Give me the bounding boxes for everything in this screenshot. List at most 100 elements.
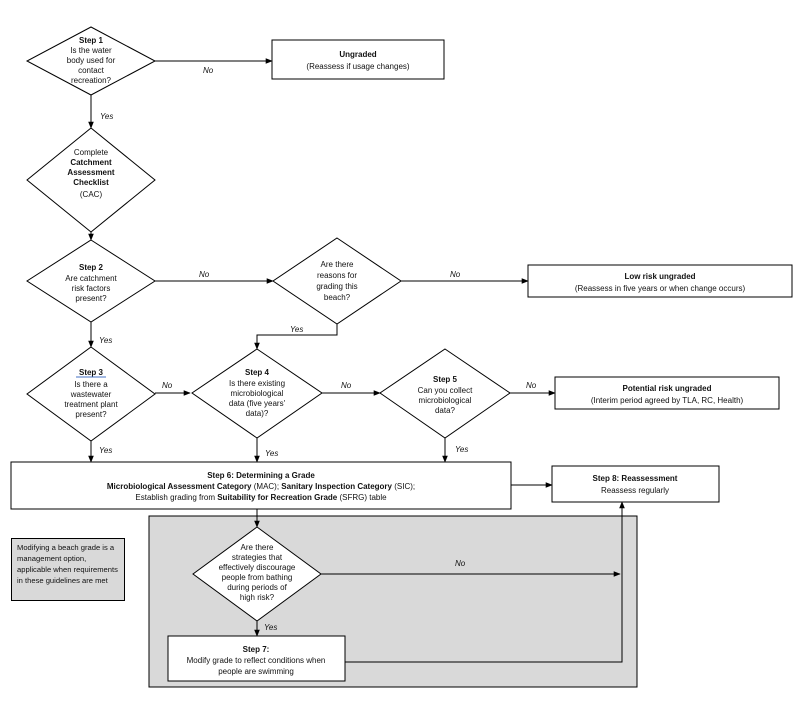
step5-text: microbiological [419, 396, 472, 405]
decision-diamond [25, 26, 157, 96]
branch-labels: No Yes No No Yes Yes No No No Yes Yes Ye… [99, 66, 537, 632]
label-no: No [455, 559, 466, 568]
step6-line2: Microbiological Assessment Category (MAC… [107, 482, 415, 491]
box-potential-risk: Potential risk ungraded (Interim period … [554, 376, 780, 410]
management-note-text: Modifying a beach grade is a management … [17, 543, 118, 585]
potential-risk-title: Potential risk ungraded [623, 384, 712, 393]
decision-diamond [26, 239, 156, 323]
step3-text: wastewater [70, 390, 112, 399]
low-risk-subtitle: (Reassess in five years or when change o… [575, 284, 746, 293]
box-step6: Step 6: Determining a Grade Microbiologi… [10, 461, 512, 510]
step3-text: present? [75, 410, 107, 419]
reasons-text: Are there [321, 260, 354, 269]
step7-to-step8-arrow [345, 501, 625, 663]
decision-step5: Step 5 Can you collect microbiological d… [379, 348, 511, 439]
ungraded-subtitle: (Reassess if usage changes) [306, 62, 410, 71]
reasons-yes-arrow [254, 324, 338, 350]
step6-title: Step 6: Determining a Grade [207, 471, 315, 480]
box-step8: Step 8: Reassessment Reassess regularly [551, 465, 720, 503]
step4-text: data)? [246, 409, 269, 418]
step4-text: microbiological [231, 389, 284, 398]
label-no: No [526, 381, 537, 390]
decision-diamond [26, 346, 156, 442]
decision-diamond [379, 348, 511, 439]
step2-text: risk factors [72, 284, 111, 293]
step7-text: people are swimming [218, 667, 294, 676]
ungraded-title: Ungraded [339, 50, 376, 59]
step4-text: data (five years' [229, 399, 286, 408]
strategies-text: people from bathing [222, 573, 293, 582]
outcome-box [527, 264, 793, 298]
step2-heading: Step 2 [79, 263, 104, 272]
step4-text: Is there existing [229, 379, 285, 388]
reasons-text: grading this [316, 282, 357, 291]
step1-text: Is the water [70, 46, 112, 55]
reasons-text: beach? [324, 293, 351, 302]
cac-text: Complete [74, 148, 109, 157]
step8-subtitle: Reassess regularly [601, 486, 669, 495]
step3-text: treatment plant [64, 400, 118, 409]
label-yes: Yes [264, 623, 277, 632]
label-no: No [162, 381, 173, 390]
low-risk-title: Low risk ungraded [624, 272, 695, 281]
step5-text: data? [435, 406, 456, 415]
label-no: No [341, 381, 352, 390]
decision-cac: Complete Catchment Assessment Checklist … [26, 127, 156, 233]
decision-step3: Step 3 Is there a wastewater treatment p… [26, 346, 156, 442]
decision-step4: Step 4 Is there existing microbiological… [191, 348, 323, 439]
process-box [167, 635, 346, 682]
step1-text: body used for [67, 56, 116, 65]
step2-text: present? [75, 294, 107, 303]
label-yes: Yes [100, 112, 113, 121]
process-box [10, 461, 512, 510]
cac-text-bold: Assessment [67, 168, 114, 177]
process-box [551, 465, 720, 503]
management-note: Modifying a beach grade is a management … [11, 538, 125, 601]
label-yes: Yes [265, 449, 278, 458]
cac-text-bold: Checklist [73, 178, 109, 187]
decision-strategies: Are there strategies that effectively di… [192, 526, 322, 622]
label-no: No [199, 270, 210, 279]
cac-text-bold: Catchment [70, 158, 112, 167]
decision-step1: Step 1 Is the water body used for contac… [25, 26, 157, 96]
strategies-text: during periods of [227, 583, 287, 592]
label-no: No [450, 270, 461, 279]
outcome-box [554, 376, 780, 410]
step5-heading: Step 5 [433, 375, 458, 384]
decision-diamond [272, 237, 402, 325]
strategies-text: strategies that [232, 553, 283, 562]
step8-title: Step 8: Reassessment [593, 474, 678, 483]
step7-title: Step 7: [243, 645, 270, 654]
label-yes: Yes [290, 325, 303, 334]
decision-diamond [192, 526, 322, 622]
cac-text: (CAC) [80, 190, 103, 199]
label-yes: Yes [99, 446, 112, 455]
label-yes: Yes [455, 445, 468, 454]
step2-text: Are catchment [65, 274, 117, 283]
strategies-text: Are there [241, 543, 274, 552]
decision-diamond [26, 127, 156, 233]
step3-text: Is there a [74, 380, 108, 389]
connectors [88, 58, 625, 663]
step3-heading: Step 3 [79, 368, 104, 377]
step6-line3: Establish grading from Suitability for R… [135, 493, 387, 502]
step1-text: recreation? [71, 76, 112, 85]
decision-diamond [191, 348, 323, 439]
step1-heading: Step 1 [79, 36, 104, 45]
outcome-box [271, 39, 445, 80]
strategies-text: effectively discourage [219, 563, 296, 572]
step5-text: Can you collect [418, 386, 473, 395]
box-step7: Step 7: Modify grade to reflect conditio… [167, 635, 346, 682]
label-no: No [203, 66, 214, 75]
potential-risk-subtitle: (Interim period agreed by TLA, RC, Healt… [591, 396, 744, 405]
decision-step2: Step 2 Are catchment risk factors presen… [26, 239, 156, 323]
box-low-risk: Low risk ungraded (Reassess in five year… [527, 264, 793, 298]
reasons-text: reasons for [317, 271, 357, 280]
decision-reasons: Are there reasons for grading this beach… [272, 237, 402, 325]
label-yes: Yes [99, 336, 112, 345]
box-ungraded: Ungraded (Reassess if usage changes) [271, 39, 445, 80]
step1-text: contact [78, 66, 105, 75]
strategies-text: high risk? [240, 593, 275, 602]
step4-heading: Step 4 [245, 368, 270, 377]
